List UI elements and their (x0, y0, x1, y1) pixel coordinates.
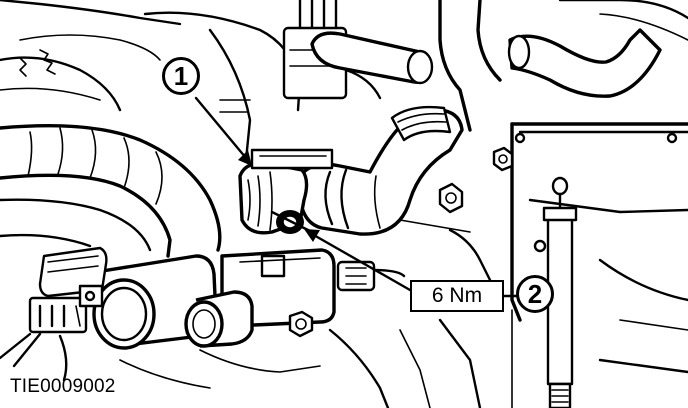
upper-left-casting (0, 0, 302, 162)
torque-spec-label: 6 Nm (410, 280, 504, 312)
right-engine-block (438, 122, 688, 408)
upper-right-hose (310, 0, 688, 132)
elbow-hose-assembly (238, 105, 464, 236)
lower-background (119, 219, 502, 408)
leader-lines (194, 96, 518, 298)
lower-housing-assembly (0, 246, 406, 382)
callout-marker-1: 1 (162, 57, 200, 95)
callout-marker-2: 2 (516, 275, 554, 313)
figure-id-label: TIE0009002 (10, 376, 116, 397)
left-large-hose (0, 124, 222, 258)
